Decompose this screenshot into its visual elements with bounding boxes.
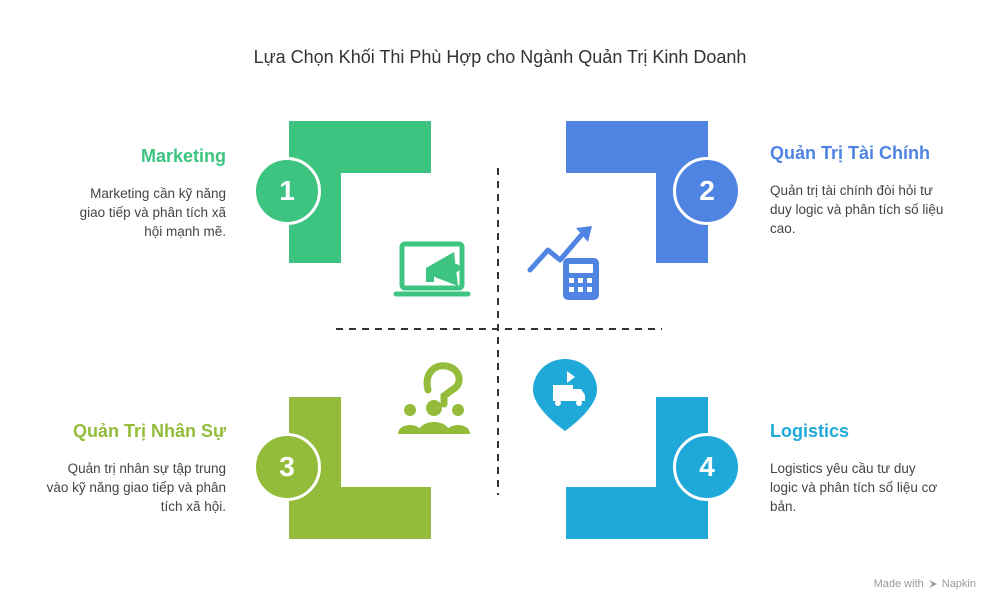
delivery-location-icon (533, 359, 597, 431)
step-3-badge: 3 (253, 433, 321, 501)
finance-heading: Quản Trị Tài Chính (770, 143, 931, 163)
logistics-description: Logistics yêu cầu tư duy logic và phân t… (770, 461, 938, 514)
napkin-logo-icon (928, 580, 937, 588)
marketing-description: Marketing cần kỹ năng giao tiếp và phân … (79, 186, 226, 239)
made-with-label: Made with (873, 578, 924, 590)
finance-description: Quản trị tài chính đòi hỏi tư duy logic … (770, 183, 944, 236)
step-2-badge: 2 (673, 157, 741, 225)
hr-description: Quản trị nhân sự tập trung vào kỹ năng g… (46, 461, 226, 514)
growth-calculator-icon (527, 226, 599, 300)
logistics-heading: Logistics (770, 421, 850, 441)
napkin-brand: Napkin (941, 578, 976, 590)
hr-heading: Quản Trị Nhân Sự (72, 421, 226, 441)
marketing-heading: Marketing (140, 146, 226, 166)
step-4-badge: 4 (673, 433, 741, 501)
napkin-watermark: Made with Napkin (874, 578, 976, 590)
megaphone-laptop-icon (393, 241, 471, 297)
team-question-icon (398, 362, 470, 434)
diagram-title: Lựa Chọn Khối Thi Phù Hợp cho Ngành Quản… (253, 47, 747, 67)
step-1-badge: 1 (253, 157, 321, 225)
